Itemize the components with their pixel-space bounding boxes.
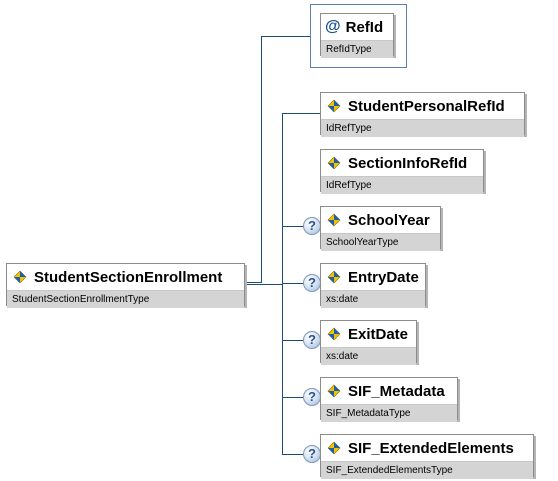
root-element-box[interactable]: StudentSectionEnrollment StudentSectionE… <box>6 263 245 308</box>
element-icon <box>325 327 343 341</box>
element-type: SIF_MetadataType <box>321 404 457 422</box>
connector-branch <box>282 226 305 227</box>
element-type: IdRefType <box>321 119 524 137</box>
optional-marker-icon: ? <box>303 388 321 406</box>
element-box-sif-extendedelements[interactable]: SIF_ExtendedElements SIF_ExtendedElement… <box>320 434 534 479</box>
element-name: EntryDate <box>348 268 419 286</box>
element-type: xs:date <box>321 347 416 365</box>
root-element-type: StudentSectionEnrollmentType <box>7 290 244 308</box>
element-box-sif-metadata[interactable]: SIF_Metadata SIF_MetadataType <box>320 377 458 422</box>
element-name: SIF_Metadata <box>348 382 445 400</box>
element-name: SectionInfoRefId <box>348 154 468 172</box>
attribute-box-refid[interactable]: @ RefId RefIdType <box>320 13 394 58</box>
optional-marker-icon: ? <box>303 331 321 349</box>
element-icon <box>325 99 343 113</box>
optional-marker-icon: ? <box>303 445 321 463</box>
element-type: SIF_ExtendedElementsType <box>321 461 533 479</box>
element-box-studentpersonalrefid[interactable]: StudentPersonalRefId IdRefType <box>320 92 525 137</box>
element-name: SchoolYear <box>348 211 430 229</box>
connector-root-to-sequence <box>245 284 282 285</box>
connector-branch <box>282 454 305 455</box>
element-type: IdRefType <box>321 176 483 194</box>
root-element-name: StudentSectionEnrollment <box>34 268 223 286</box>
connector-attr-vertical <box>261 36 262 283</box>
connector-branch <box>282 283 305 284</box>
connector-branch <box>282 340 305 341</box>
attribute-type: RefIdType <box>321 40 393 58</box>
element-type: SchoolYearType <box>321 233 440 251</box>
attribute-icon: @ <box>325 18 341 35</box>
element-name: ExitDate <box>348 325 409 343</box>
element-icon <box>325 270 343 284</box>
element-icon <box>325 213 343 227</box>
element-name: StudentPersonalRefId <box>348 97 505 115</box>
optional-marker-icon: ? <box>303 217 321 235</box>
connector-branch <box>282 397 305 398</box>
element-box-entrydate[interactable]: EntryDate xs:date <box>320 263 426 308</box>
connector-root-to-attr <box>245 282 261 283</box>
element-box-exitdate[interactable]: ExitDate xs:date <box>320 320 417 365</box>
element-name: SIF_ExtendedElements <box>348 439 514 457</box>
element-box-sectioninforefid[interactable]: SectionInfoRefId IdRefType <box>320 149 484 194</box>
element-icon <box>325 441 343 455</box>
element-icon <box>325 156 343 170</box>
element-type: xs:date <box>321 290 425 308</box>
attribute-name: RefId <box>345 18 384 36</box>
element-box-schoolyear[interactable]: SchoolYear SchoolYearType <box>320 206 441 251</box>
element-icon <box>325 384 343 398</box>
connector-attr-horizontal <box>261 36 310 37</box>
connector-branch <box>282 113 320 114</box>
optional-marker-icon: ? <box>303 274 321 292</box>
element-icon <box>11 270 29 284</box>
